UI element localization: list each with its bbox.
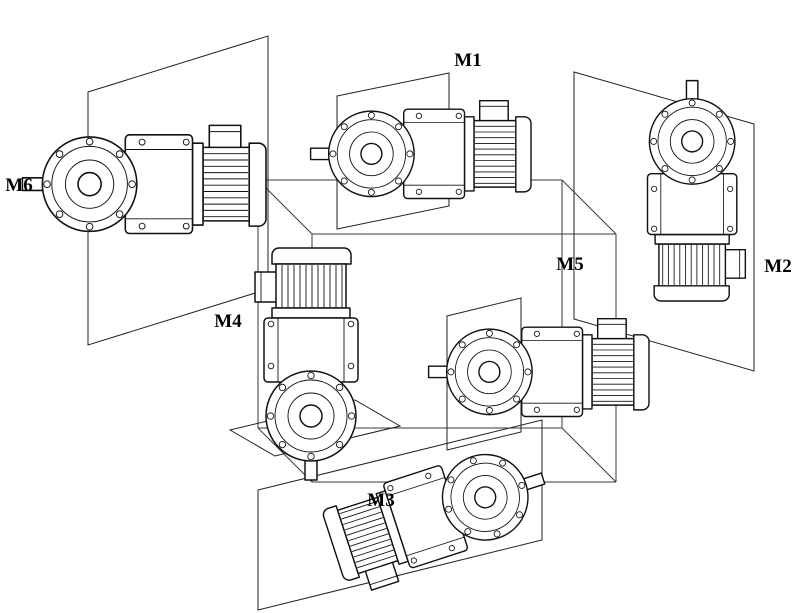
label-m2: M2	[764, 256, 791, 277]
gearmotor-m3	[318, 435, 561, 598]
gearmotor-m1	[309, 99, 532, 200]
mounting-plane-m3	[257, 419, 543, 611]
label-m3: M3	[367, 490, 394, 511]
label-m6: M6	[5, 175, 32, 196]
gearmotor-m2	[646, 79, 747, 302]
mounting-plane-m1	[336, 72, 450, 230]
label-m4: M4	[214, 311, 242, 332]
label-m1: M1	[454, 50, 481, 71]
label-m5: M5	[556, 254, 583, 275]
gearmotor-m6	[21, 124, 267, 235]
gearmotor-m5	[427, 317, 650, 418]
mounting-plane-m5	[446, 297, 522, 451]
gearmotor-m4	[254, 247, 359, 481]
